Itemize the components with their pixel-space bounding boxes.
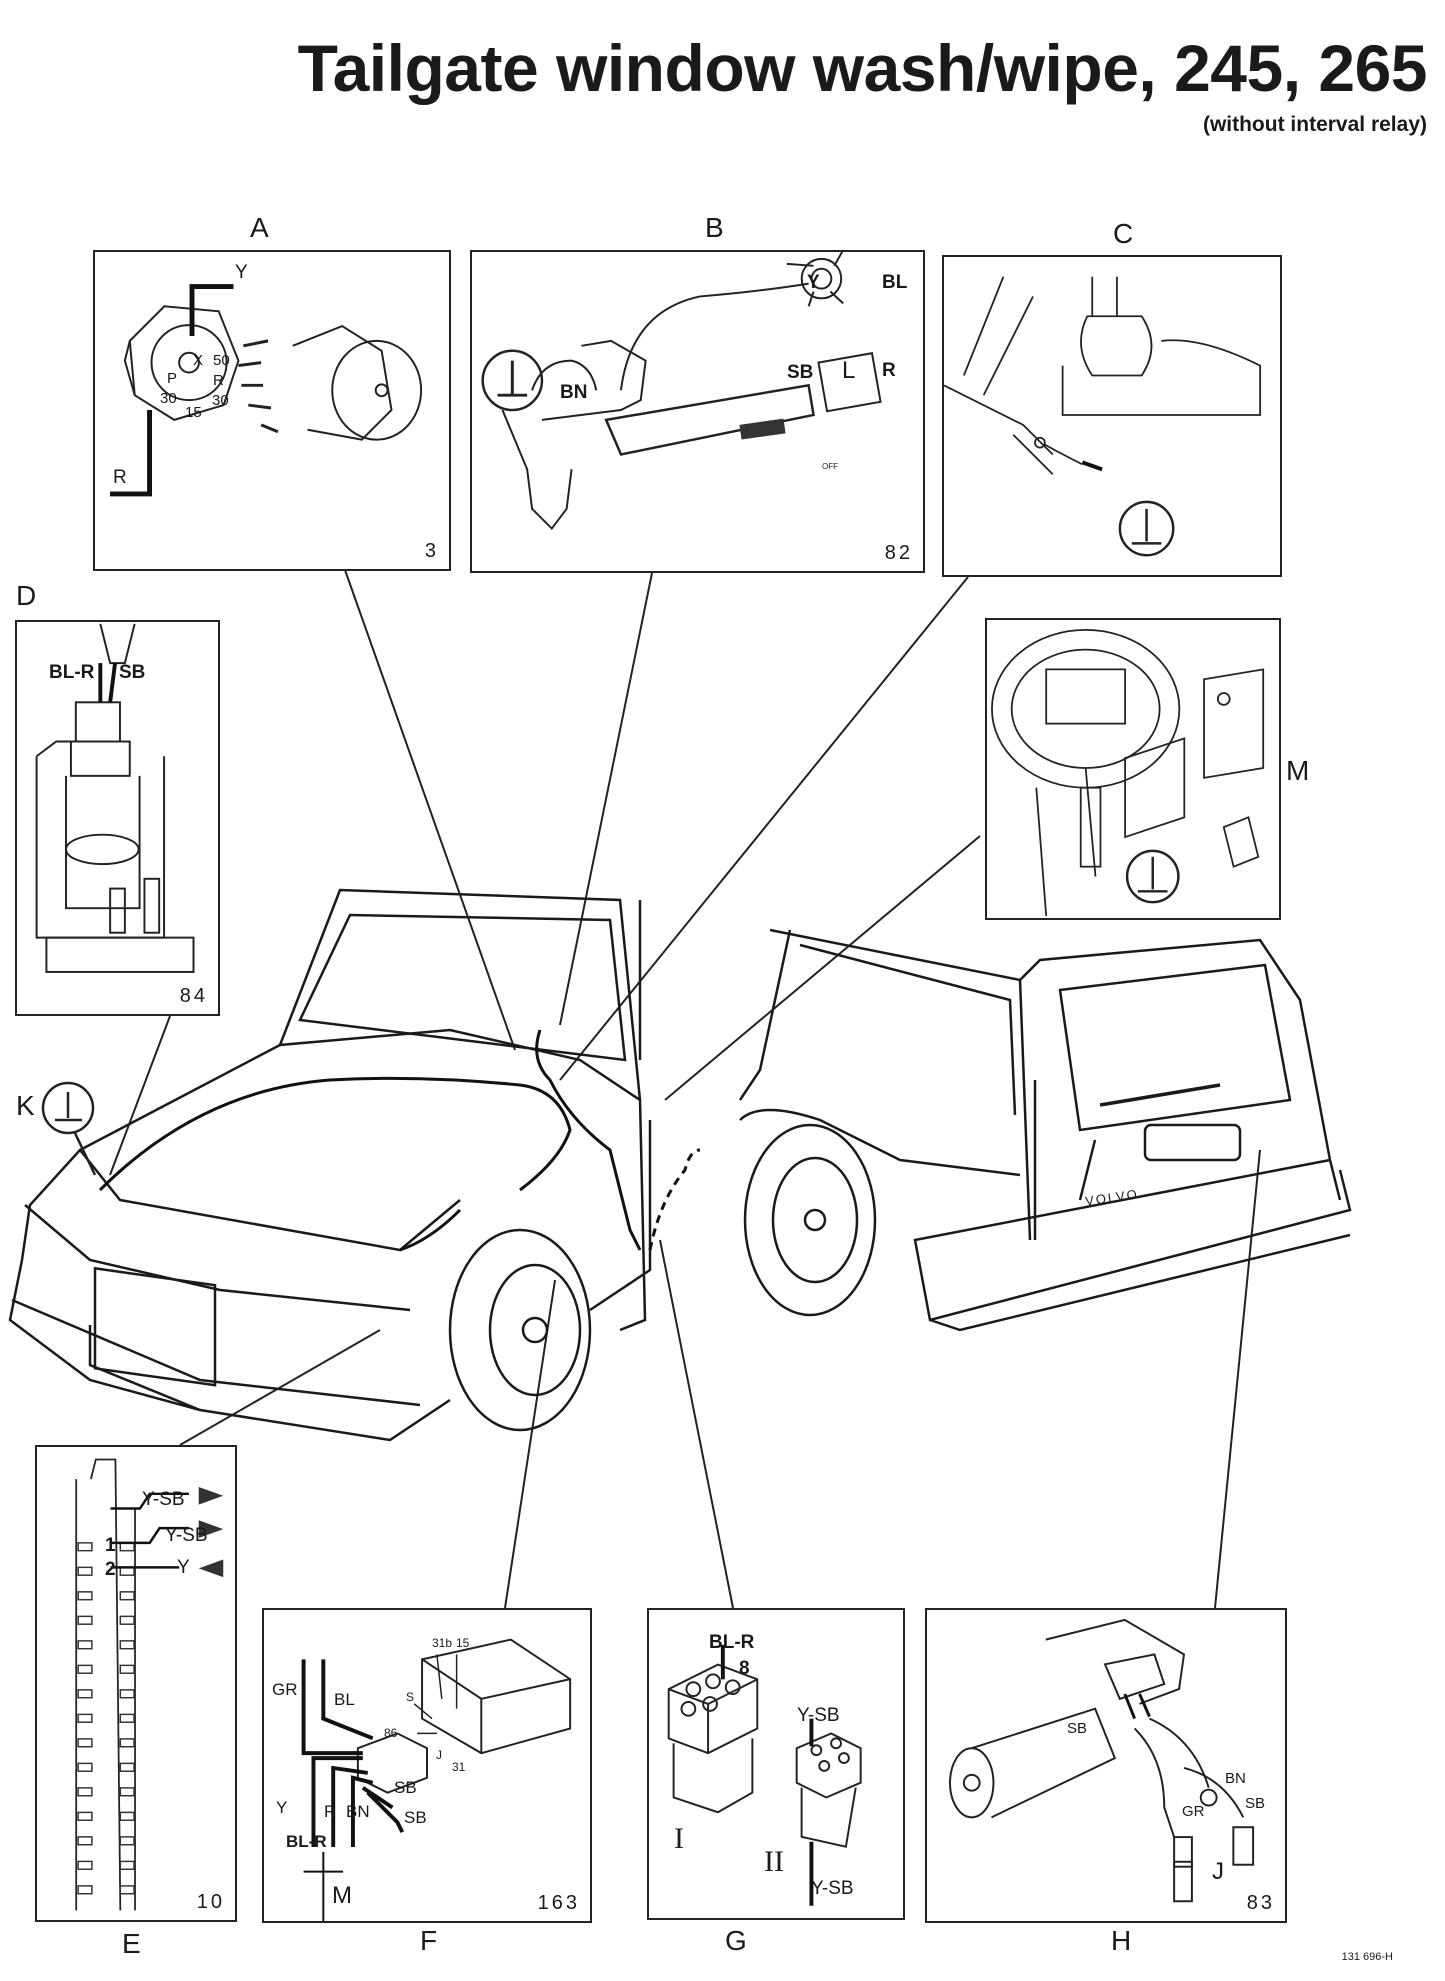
label-j: J: [1212, 1858, 1224, 1885]
panel-letter-c: C: [1113, 218, 1134, 249]
label-gr: GR: [272, 1680, 298, 1699]
panel-letter-d: D: [16, 580, 37, 611]
label-ysb-2: Y-SB: [165, 1525, 208, 1546]
label-x: X: [193, 352, 204, 369]
label-blr: BL-R: [286, 1832, 327, 1851]
label-15: 15: [456, 1636, 470, 1650]
panel-letter-f: F: [420, 1925, 438, 1956]
panel-a-ignition-switch: Y R X 50 P R 30 30 15 3: [93, 250, 451, 571]
relay-illustration: [301, 1638, 572, 1921]
label-ysb-1: Y-SB: [142, 1489, 185, 1510]
dashboard-ground-illustration: [991, 629, 1265, 917]
label-15: 15: [185, 404, 202, 421]
k-ground-symbol: [41, 1081, 97, 1176]
label-sb-2: SB: [1245, 1795, 1266, 1812]
connectors-illustration: [667, 1644, 862, 1906]
label-r: R: [882, 360, 896, 381]
label-sb-2: SB: [404, 1808, 427, 1827]
label-fuse-1: 1: [105, 1535, 116, 1556]
page-subtitle: (without interval relay): [1202, 113, 1427, 136]
label-connector-i: I: [674, 1822, 684, 1855]
label-bn: BN: [1225, 1770, 1246, 1787]
label-31b: 31b: [432, 1636, 453, 1650]
page-title: Tailgate window wash/wipe, 245, 265: [297, 31, 1428, 105]
wiper-switch-illustration: [481, 252, 882, 531]
panel-letter-m: M: [1286, 755, 1310, 786]
label-sb-1: SB: [394, 1778, 417, 1797]
label-m: M: [332, 1882, 352, 1909]
panel-g-connectors: BL-R 8 Y-SB Y-SB I II: [647, 1608, 905, 1920]
fuse-row-group: [77, 1542, 135, 1895]
label-blr: BL-R: [49, 662, 95, 683]
label-sb: SB: [787, 362, 814, 383]
label-connector-ii: II: [764, 1845, 784, 1878]
rear-car: [738, 928, 1352, 1332]
label-l: L: [842, 357, 856, 384]
label-r: R: [324, 1802, 337, 1821]
label-sb: SB: [119, 662, 146, 683]
label-blr: BL-R: [709, 1632, 755, 1653]
label-rr: R: [213, 372, 224, 389]
label-bn: BN: [346, 1802, 370, 1821]
wiring-harness: [98, 1029, 701, 1252]
ignition-switch-illustration: [110, 284, 423, 497]
label-ysb-2: Y-SB: [811, 1878, 854, 1899]
panel-letter-a: A: [250, 212, 269, 243]
panel-number: 82: [884, 542, 913, 564]
label-bl: BL: [334, 1690, 355, 1709]
washer-pump-illustration: [35, 623, 195, 973]
panel-d-washer-pump: BL-R SB 84: [15, 620, 220, 1016]
panel-letter-e: E: [122, 1928, 141, 1959]
panel-letter-h: H: [1111, 1925, 1132, 1956]
label-30b: 30: [212, 392, 229, 409]
label-bl: BL: [882, 272, 908, 293]
wiper-motor-illustration: [949, 1618, 1255, 1903]
label-bn: BN: [560, 382, 588, 403]
label-y: Y: [807, 272, 820, 293]
console-ground-illustration: [944, 276, 1262, 557]
label-j: J: [436, 1748, 442, 1762]
label-30a: 30: [160, 390, 177, 407]
panel-f-relay: GR BL Y R BN SB SB BL-R M 31b 15 S 86 J …: [262, 1608, 592, 1923]
label-y: Y: [235, 262, 248, 283]
panel-letter-k: K: [16, 1090, 35, 1121]
panel-number: 10: [196, 1891, 225, 1913]
label-off: OFF: [822, 462, 838, 471]
car-badge: VOLVO: [1084, 1186, 1140, 1209]
label-p: P: [167, 370, 178, 387]
fuse-box-illustration: [75, 1458, 224, 1911]
label-fuse-2: 2: [105, 1559, 116, 1580]
label-r: R: [113, 467, 127, 488]
panel-number: 83: [1246, 1892, 1275, 1914]
label-y: Y: [276, 1798, 288, 1817]
label-s: S: [406, 1690, 415, 1704]
panel-c-ground-point: [942, 255, 1282, 577]
label-sb-1: SB: [1067, 1720, 1088, 1737]
panel-number: 163: [537, 1892, 580, 1914]
panel-letter-g: G: [725, 1925, 747, 1956]
label-31: 31: [452, 1760, 466, 1774]
label-8: 8: [739, 1658, 750, 1679]
panel-e-fuse-box: Y-SB Y-SB Y 1 2 10: [35, 1445, 237, 1922]
panel-number: 3: [424, 540, 439, 562]
label-y: Y: [177, 1557, 190, 1578]
panel-b-wiper-switch: Y BL SB L R BN OFF 82: [470, 250, 925, 573]
panel-number: 84: [179, 985, 208, 1007]
panel-h-wiper-motor: SB BN SB GR J 83: [925, 1608, 1287, 1923]
panel-m-dash-ground: [985, 618, 1281, 920]
document-number: 131 696-H: [1341, 1951, 1393, 1963]
label-ysb-1: Y-SB: [797, 1705, 840, 1726]
label-gr: GR: [1182, 1803, 1205, 1820]
panel-letter-b: B: [705, 212, 724, 243]
label-50: 50: [213, 352, 230, 369]
label-86: 86: [384, 1726, 398, 1740]
